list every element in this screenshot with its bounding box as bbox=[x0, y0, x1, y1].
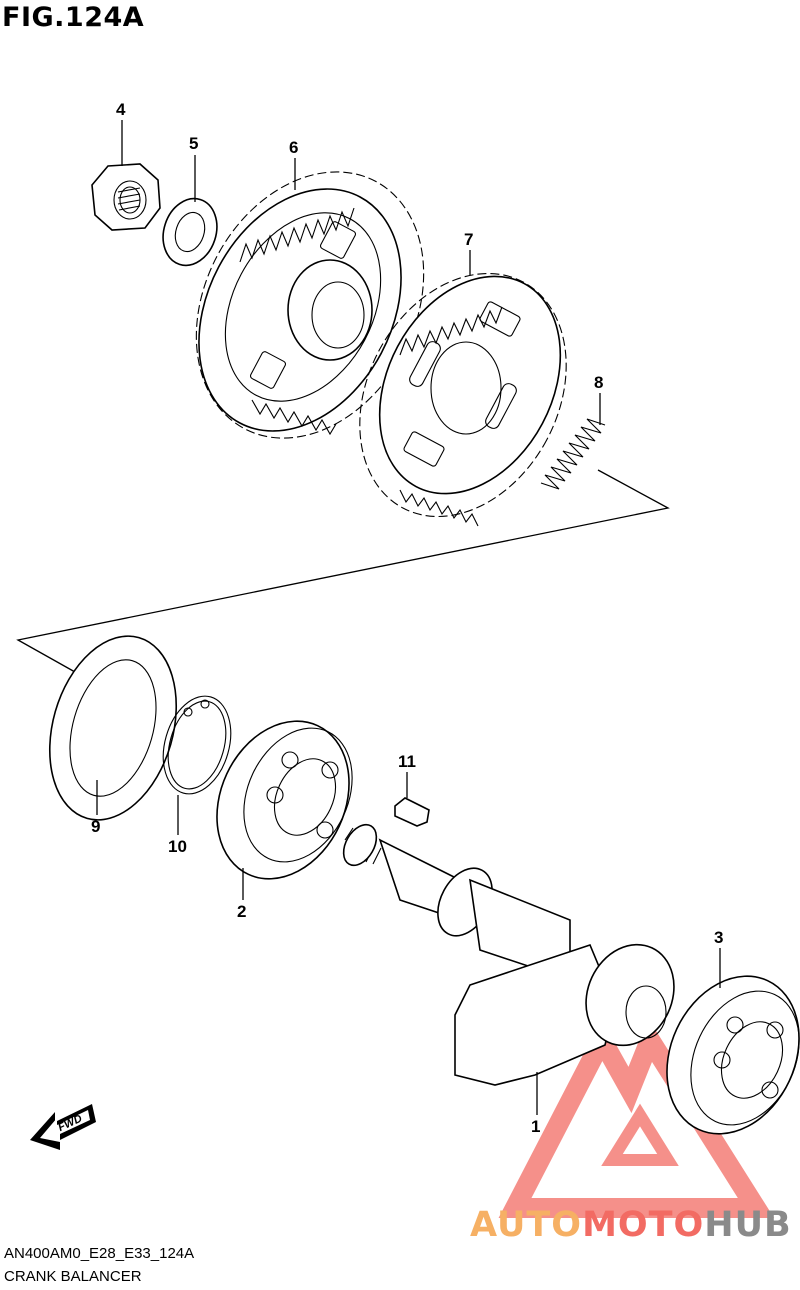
washer-part[interactable] bbox=[155, 192, 225, 273]
watermark-text: AUTOMOTOHUB bbox=[470, 1205, 792, 1245]
callout-11: 11 bbox=[398, 752, 416, 771]
callout-6: 6 bbox=[289, 138, 298, 157]
callout-4: 4 bbox=[116, 100, 126, 119]
callout-labels: 4 5 6 7 8 9 10 2 11 3 1 bbox=[91, 100, 723, 1136]
thrust-washer-part[interactable] bbox=[29, 621, 196, 835]
section-name: CRANK BALANCER bbox=[4, 1268, 142, 1285]
callout-10: 10 bbox=[168, 837, 187, 856]
watermark-logo-icon bbox=[498, 1018, 775, 1218]
watermark-hub: HUB bbox=[704, 1205, 792, 1245]
watermark-moto: MOTO bbox=[582, 1205, 705, 1245]
crank-balancer-part[interactable] bbox=[337, 819, 690, 1086]
key-part[interactable] bbox=[394, 797, 430, 827]
callout-3: 3 bbox=[714, 928, 723, 947]
callout-1: 1 bbox=[531, 1117, 540, 1136]
explosion-bracket bbox=[16, 469, 670, 673]
nut-part[interactable] bbox=[91, 163, 161, 231]
model-code: AN400AM0_E28_E33_124A bbox=[4, 1245, 195, 1262]
driven-gear-part[interactable] bbox=[152, 132, 469, 478]
spring-part[interactable] bbox=[540, 418, 606, 490]
scissors-gear-part[interactable] bbox=[319, 237, 607, 552]
watermark-auto: AUTO bbox=[470, 1205, 583, 1245]
circlip-part[interactable] bbox=[152, 688, 241, 802]
callout-9: 9 bbox=[91, 817, 100, 836]
callout-5: 5 bbox=[189, 134, 198, 153]
callout-7: 7 bbox=[464, 230, 473, 249]
leader-lines bbox=[96, 120, 721, 1115]
fwd-arrow-icon: FWD bbox=[30, 1104, 96, 1150]
callout-8: 8 bbox=[594, 373, 603, 392]
figure-title: FIG.124A bbox=[2, 2, 145, 33]
bearing-right-part[interactable] bbox=[642, 954, 800, 1155]
callout-2: 2 bbox=[237, 902, 246, 921]
bearing-left-part[interactable] bbox=[192, 699, 374, 900]
